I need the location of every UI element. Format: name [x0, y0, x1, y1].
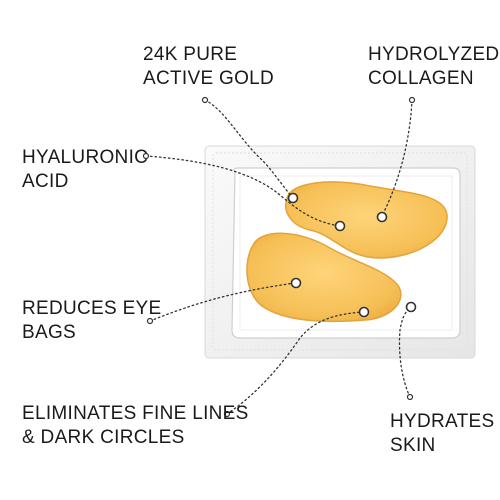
dot-collagen [376, 211, 388, 223]
dot-eyebags [290, 277, 302, 289]
callout-fine-lines: ELIMINATES FINE LINES & DARK CIRCLES [22, 402, 249, 450]
sachet-packet [204, 145, 476, 359]
callout-eye-bags: REDUCES EYE BAGS [22, 297, 162, 345]
eye-patch-lower [246, 232, 402, 323]
dot-hyaluronic [334, 220, 346, 232]
connector-hyaluronic [145, 155, 341, 227]
callout-fine-lines-line1: ELIMINATES FINE LINES [22, 403, 249, 424]
callout-hydrates: HYDRATES SKIN [390, 410, 494, 458]
connector-fine-lines [226, 311, 364, 415]
connector-collagen [381, 99, 413, 217]
dot-gold [287, 192, 299, 204]
anchor-gold [201, 96, 209, 104]
callout-collagen: HYDROLYZED COLLAGEN [368, 43, 499, 91]
callout-hyaluronic-line1: HYALURONIC [22, 147, 149, 168]
callout-gold-line1: 24K PURE [143, 44, 238, 65]
anchor-eyebags [146, 317, 154, 325]
connector-hydrates [398, 307, 411, 398]
anchor-collagen [408, 96, 416, 104]
callout-collagen-line1: HYDROLYZED [368, 44, 500, 65]
callout-collagen-line2: COLLAGEN [368, 68, 474, 89]
eye-patch-upper [285, 181, 448, 259]
callout-fine-lines-line2: & DARK CIRCLES [22, 427, 185, 448]
anchor-hydrates [406, 393, 414, 401]
callout-gold-line2: ACTIVE GOLD [143, 68, 275, 89]
callout-eye-bags-line1: REDUCES EYE [22, 298, 162, 319]
anchor-hyaluronic [142, 152, 150, 160]
callout-hydrates-line2: SKIN [390, 435, 436, 456]
callout-gold: 24K PURE ACTIVE GOLD [143, 43, 274, 91]
connector-eyebags [149, 282, 296, 322]
anchor-fine-lines [223, 410, 231, 418]
dot-fine-lines [358, 306, 370, 318]
callout-hyaluronic-line2: ACID [22, 171, 69, 192]
connector-gold [204, 99, 293, 198]
callout-eye-bags-line2: BAGS [22, 322, 76, 343]
callout-hydrates-line1: HYDRATES [390, 411, 495, 432]
dot-hydrates [405, 301, 417, 313]
callout-hyaluronic: HYALURONIC ACID [22, 146, 148, 194]
